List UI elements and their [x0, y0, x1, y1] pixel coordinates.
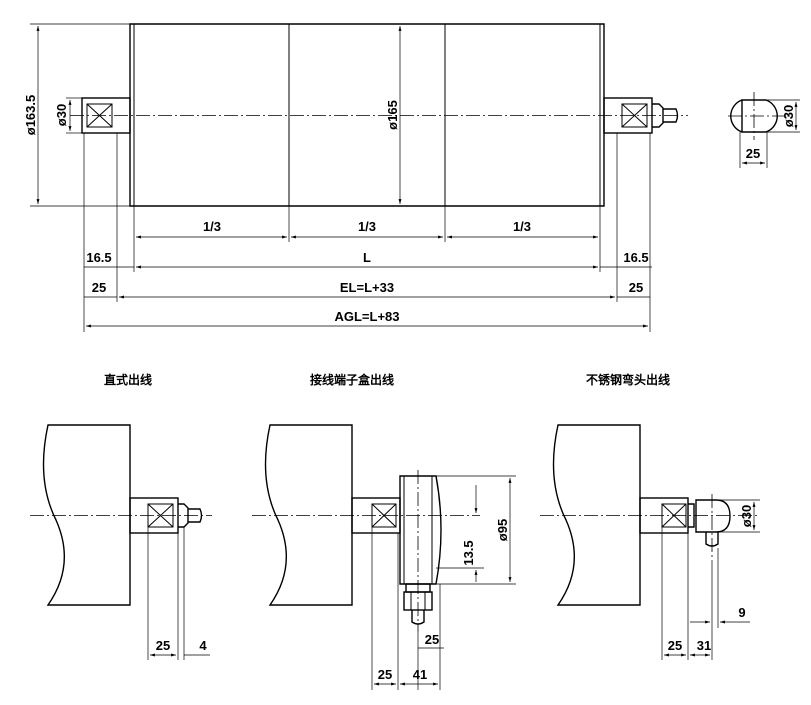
variant-terminal-box-detail: ø95 13.5 25 25 41 [252, 424, 516, 690]
dim-label-shaft-diameter: ø30 [54, 104, 69, 126]
roller-break-section [552, 424, 641, 606]
terminal-box [399, 475, 442, 585]
dim-label-end-diameter: ø30 [781, 105, 796, 127]
dim-label-4: 4 [199, 638, 207, 653]
dim-label-shaft-right: 25 [629, 280, 643, 295]
dim-label-41: 41 [413, 667, 427, 682]
dim-label-roller-diameter: ø165 [385, 100, 400, 130]
dim-label-length: L [363, 250, 371, 265]
variant-title-straight: 直式出线 [104, 372, 152, 387]
dim-label-9: 9 [738, 605, 745, 620]
elbow-body [695, 499, 731, 533]
variant-elbow-detail: ø30 9 25 31 [540, 424, 760, 660]
dim-label-25: 25 [378, 667, 392, 682]
dim-label-shaft-left: 25 [92, 280, 106, 295]
dim-label-third-3: 1/3 [513, 219, 531, 234]
dim-label-offset-right: 16.5 [623, 250, 648, 265]
dim-label-25: 25 [668, 638, 682, 653]
dim-label-third-1: 1/3 [203, 219, 221, 234]
right-bearing-cross [621, 103, 648, 128]
roller-break-section [42, 424, 131, 606]
roller-tube [129, 23, 605, 207]
dim-label-31: 31 [697, 638, 711, 653]
dim-label-inner-25: 25 [425, 632, 439, 647]
variant-title-terminal-box: 接线端子盒出线 [310, 372, 394, 387]
roller-main-view: ø163.5 ø30 ø165 1/3 1/3 1/3 L 16.5 16.5 [23, 23, 688, 332]
shaft-end-view: ø30 25 [728, 92, 800, 168]
variant-straight-detail: 25 4 [30, 424, 212, 660]
variant-title-elbow: 不锈钢弯头出线 [586, 372, 670, 387]
dim-label-25: 25 [156, 638, 170, 653]
dim-label-end-flat: 25 [746, 146, 760, 161]
dim-label-agl: AGL=L+83 [334, 309, 399, 324]
dim-label-third-2: 1/3 [358, 219, 376, 234]
dim-label-offset-left: 16.5 [86, 250, 111, 265]
dim-label-el: EL=L+33 [340, 280, 394, 295]
bearing-cross [147, 503, 174, 528]
dim-label-flange-diameter: ø163.5 [23, 95, 38, 135]
roller-break-section [264, 424, 353, 606]
dim-label-elbow-diameter: ø30 [739, 505, 754, 527]
dim-label-box-diameter: ø95 [495, 519, 510, 541]
right-cable-gland [652, 103, 664, 128]
dim-label-height: 13.5 [461, 540, 476, 565]
